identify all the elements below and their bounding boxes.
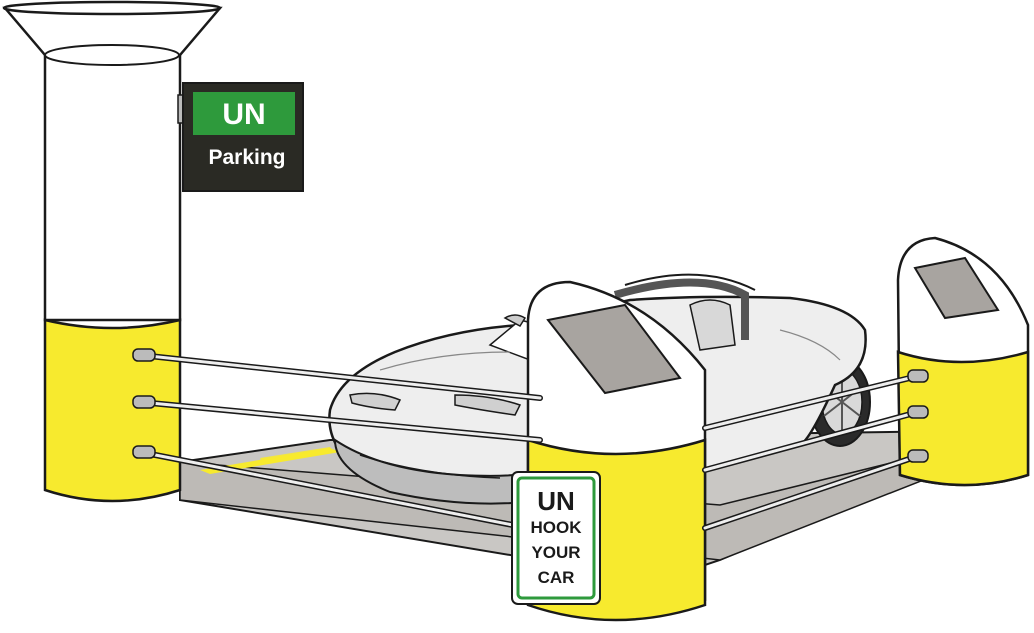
- parking-sign-green-panel: [193, 92, 295, 135]
- parking-sign-bottom-text: Parking: [208, 146, 285, 169]
- left-cables: [132, 348, 543, 531]
- hook-sign-border: [516, 476, 596, 600]
- hook-your-car-sign: UN HOOK YOUR CAR: [511, 471, 601, 605]
- parking-sign-top-text: UN: [222, 98, 265, 131]
- front-bollard-screen: [546, 303, 682, 395]
- hook-sign-line2: HOOK: [531, 518, 583, 537]
- right-bollard: [896, 236, 1030, 487]
- barrier-cables: [132, 348, 929, 531]
- right-bollard-screen: [913, 256, 1000, 320]
- parking-sign: UN Parking: [177, 82, 304, 192]
- hook-sign-line3: YOUR: [531, 543, 580, 562]
- hook-sign-line4: CAR: [538, 568, 575, 587]
- support-pillar: [2, 0, 223, 503]
- hook-sign-line1: UN: [537, 486, 575, 516]
- right-cables: [702, 369, 929, 531]
